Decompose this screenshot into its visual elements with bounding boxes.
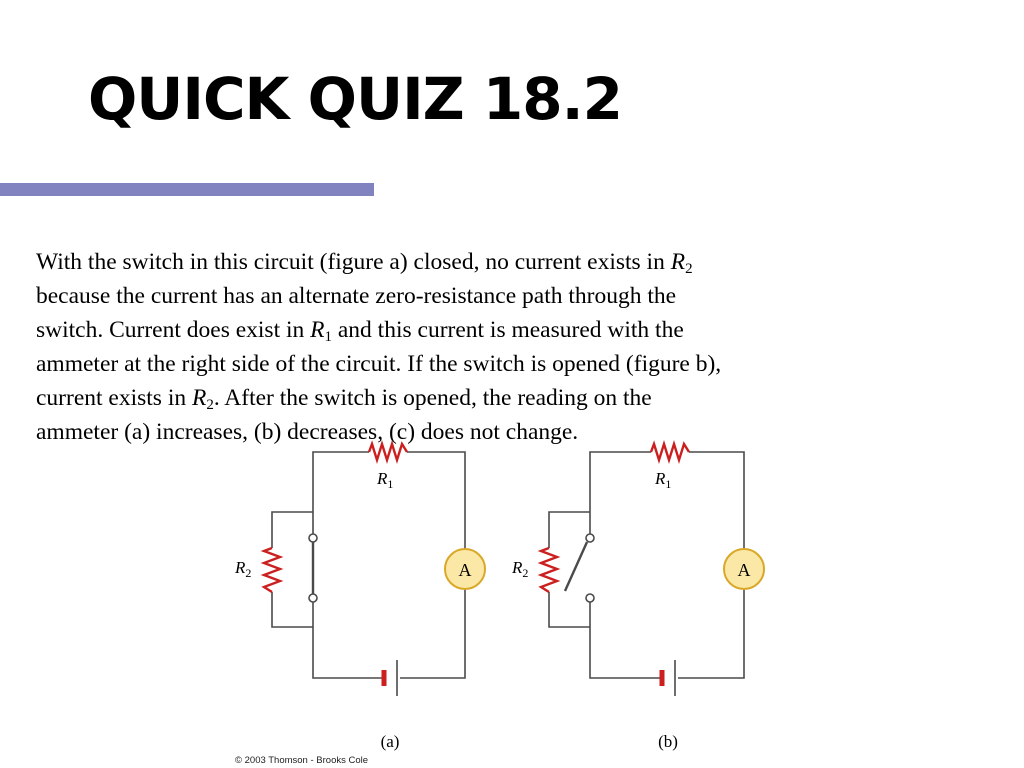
question-line-2: because the current has an alternate zer… — [36, 283, 677, 309]
circuit-a: A R1 R2 (a) — [234, 439, 486, 751]
question-text: With the switch in this circuit (figure … — [36, 245, 886, 445]
circuit-b: A R1 R2 (b) — [511, 439, 765, 751]
resistor-r1 — [367, 439, 409, 465]
ammeter-label: A — [459, 560, 472, 580]
question-line-6: ammeter (a) increases, (b) decreases, (c… — [36, 419, 579, 445]
battery — [381, 660, 398, 696]
symbol-r: R — [191, 385, 207, 411]
question-line-5-text-b: . After the switch is opened, the readin… — [213, 385, 652, 411]
caption-b: (b) — [658, 732, 678, 751]
switch-closed — [308, 533, 318, 603]
subscript: 2 — [685, 261, 693, 277]
question-line-3: switch. Current does exist in R1 and thi… — [36, 313, 886, 347]
resistor-r2 — [260, 546, 284, 594]
question-line-5-text-a: current exists in — [36, 385, 192, 411]
ammeter-b — [723, 548, 765, 590]
question-line-1: With the switch in this circuit (figure … — [36, 245, 886, 279]
battery — [659, 660, 676, 696]
subscript: 2 — [206, 397, 214, 413]
question-line-5: current exists in R2. After the switch i… — [36, 381, 886, 415]
slide-title: QUICK QUIZ 18.2 — [88, 65, 623, 133]
copyright-notice: © 2003 Thomson - Brooks Cole — [235, 755, 369, 766]
question-line-1-text: With the switch in this circuit (figure … — [36, 249, 671, 275]
question-line-3-text-a: switch. Current does exist in — [36, 317, 311, 343]
resistor-r2 — [537, 546, 561, 594]
ammeter-label: A — [738, 560, 751, 580]
ammeter-a — [444, 548, 486, 590]
label-r1: R1 — [654, 469, 671, 491]
resistor-r1 — [649, 439, 691, 465]
caption-a: (a) — [381, 732, 400, 751]
question-line-3-text-b: and this current is measured with the — [332, 317, 684, 343]
symbol-r: R — [670, 249, 686, 275]
label-r1: R1 — [376, 469, 393, 491]
subscript: 1 — [324, 329, 333, 345]
circuit-b-wires — [548, 451, 745, 679]
switch-open — [563, 533, 595, 603]
title-accent-bar — [0, 183, 374, 196]
circuit-a-wires — [271, 451, 466, 679]
symbol-r: R — [310, 317, 325, 343]
label-r2: R2 — [511, 558, 528, 580]
question-line-4: ammeter at the right side of the circuit… — [36, 351, 722, 377]
label-r2: R2 — [234, 558, 251, 580]
